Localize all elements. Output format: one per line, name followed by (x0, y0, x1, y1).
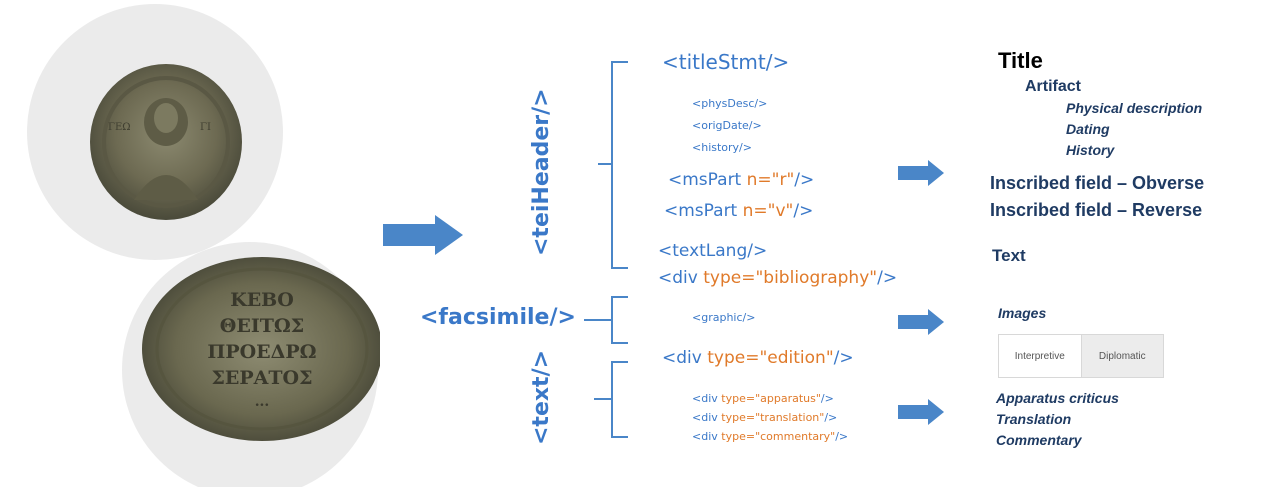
output-physical-description: Physical description (1066, 100, 1203, 116)
coin-obverse: ΓΕΩ ΓΙ (90, 64, 242, 220)
mspart-v-val: "v" (767, 201, 794, 221)
edition-tabs: Interpretive Diplomatic (998, 334, 1164, 378)
div-edition-attr: type= (707, 348, 760, 368)
svg-text:ΘΕΙΤΩΣ: ΘΕΙΤΩΣ (220, 315, 304, 337)
div-apparatus-open: <div (692, 392, 722, 405)
div-translation-open: <div (692, 411, 722, 424)
div-commentary-close: /> (835, 430, 849, 443)
arrow-text (898, 399, 944, 425)
div-translation-close: /> (824, 411, 838, 424)
svg-text:ΓΙ: ΓΙ (200, 122, 211, 133)
output-translation: Translation (996, 411, 1072, 427)
output-history: History (1066, 142, 1115, 158)
div-apparatus-val: "apparatus" (755, 392, 821, 405)
svg-text:ΓΕΩ: ΓΕΩ (108, 122, 131, 133)
div-bibliography-tag: <div type="bibliography"/> (658, 268, 897, 288)
svg-text:ΚΕΒΟ: ΚΕΒΟ (230, 289, 294, 311)
tab-interpretive[interactable]: Interpretive (999, 335, 1081, 377)
facsimile-label: <facsimile/> (420, 305, 576, 330)
div-edition-open: <div (662, 348, 708, 368)
arrow-facsimile (898, 309, 944, 335)
mspart-v-attr: n= (742, 201, 768, 221)
div-biblio-close: /> (877, 268, 898, 288)
div-edition-tag: <div type="edition"/> (662, 348, 854, 368)
output-commentary: Commentary (996, 432, 1082, 448)
div-apparatus-close: /> (820, 392, 834, 405)
div-apparatus-attr: type= (721, 392, 756, 405)
textlang-tag: <textLang/> (658, 241, 768, 261)
output-images: Images (998, 305, 1047, 321)
text-label: <text/> (529, 349, 554, 445)
mspart-r-val: "r" (771, 170, 795, 190)
mspart-r-open: <msPart (668, 170, 747, 190)
output-obverse: Inscribed field – Obverse (990, 173, 1205, 193)
div-commentary-attr: type= (721, 430, 756, 443)
braces (584, 61, 628, 438)
div-translation-val: "translation" (755, 411, 825, 424)
div-biblio-open: <div (658, 268, 704, 288)
origdate-tag: <origDate/> (692, 119, 762, 132)
div-commentary-open: <div (692, 430, 722, 443)
svg-text:ΠΡΟΕΔΡΩ: ΠΡΟΕΔΡΩ (207, 341, 316, 363)
teiheader-label: <teiHeader/> (529, 88, 554, 256)
svg-text:ΣΕΡΑΤΟΣ: ΣΕΡΑΤΟΣ (211, 367, 312, 389)
output-dating: Dating (1066, 121, 1110, 137)
div-translation-attr: type= (721, 411, 756, 424)
div-biblio-attr: type= (703, 268, 756, 288)
mspart-v-tag: <msPart n="v"/> (664, 201, 813, 221)
mspart-r-close: /> (794, 170, 815, 190)
main-arrow (383, 215, 463, 255)
output-text: Text (992, 246, 1026, 265)
output-apparatus: Apparatus criticus (996, 390, 1119, 406)
physdesc-tag: <physDesc/> (692, 97, 768, 110)
arrow-header (898, 160, 944, 186)
output-reverse: Inscribed field – Reverse (990, 200, 1203, 220)
history-tag: <history/> (692, 141, 752, 154)
div-apparatus-tag: <div type="apparatus"/> (692, 392, 834, 405)
div-commentary-val: "commentary" (755, 430, 836, 443)
mspart-r-tag: <msPart n="r"/> (668, 170, 814, 190)
graphic-tag: <graphic/> (692, 311, 756, 324)
coin-images: ΓΕΩ ΓΙ ΚΕΒΟ ΘΕΙΤΩΣ ΠΡΟΕΔΡΩ ΣΕΡΑΤΟΣ ... (27, 4, 380, 487)
div-biblio-val: "bibliography" (755, 268, 878, 288)
svg-text:...: ... (255, 394, 270, 410)
div-commentary-tag: <div type="commentary"/> (692, 430, 848, 443)
titlestmt-tag: <titleStmt/> (662, 50, 790, 74)
mspart-r-attr: n= (746, 170, 772, 190)
div-edition-val: "edition" (759, 348, 834, 368)
output-title: Title (998, 48, 1043, 73)
div-translation-tag: <div type="translation"/> (692, 411, 837, 424)
mspart-v-close: /> (793, 201, 814, 221)
tab-diplomatic[interactable]: Diplomatic (1080, 335, 1163, 377)
mspart-v-open: <msPart (664, 201, 743, 221)
output-artifact: Artifact (1025, 78, 1082, 95)
div-edition-close: /> (833, 348, 854, 368)
coin-reverse: ΚΕΒΟ ΘΕΙΤΩΣ ΠΡΟΕΔΡΩ ΣΕΡΑΤΟΣ ... (142, 257, 380, 441)
